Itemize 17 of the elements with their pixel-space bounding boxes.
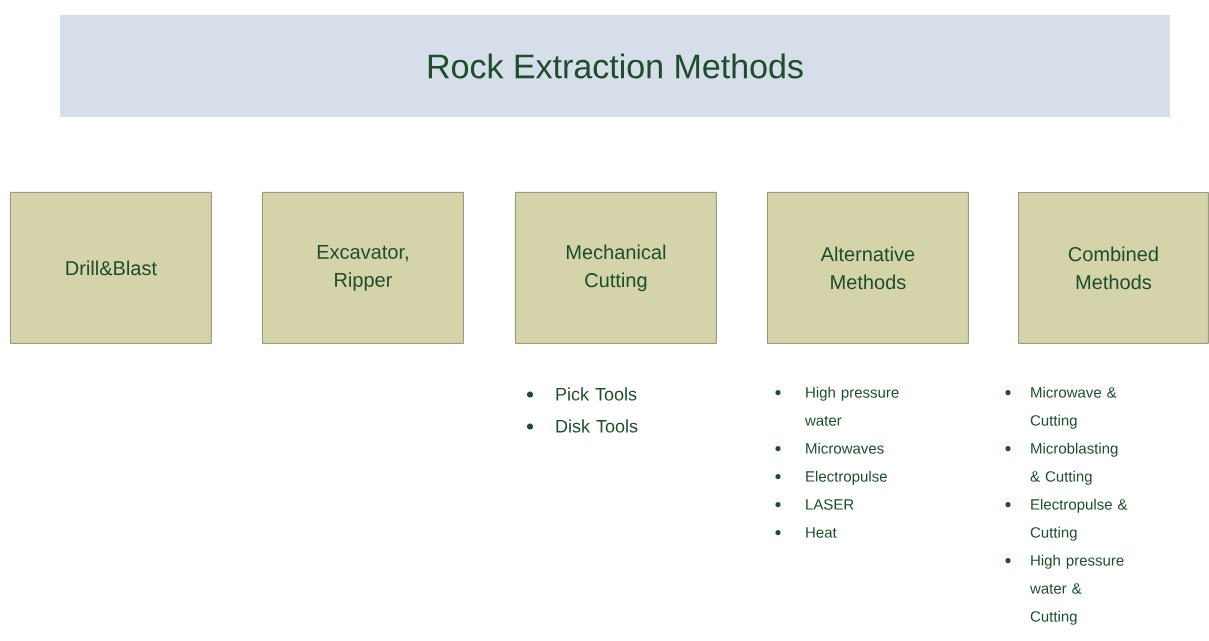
list-item: Microblasting & Cutting (1030, 442, 1118, 485)
method-box: Drill&Blast (10, 192, 212, 344)
method-box: Combined Methods (1018, 192, 1209, 344)
list-item: Heat (806, 527, 837, 538)
method-box: Alternative Methods (767, 192, 969, 344)
list-item: Microwaves (806, 442, 884, 454)
list-item: Microwave & Cutting (1030, 386, 1117, 429)
list-item: Electropulse (806, 470, 887, 485)
list-item: High pressure water (805, 386, 899, 426)
list-item: Pick Tools (556, 387, 637, 401)
method-box: Mechanical Cutting (515, 192, 717, 344)
method-box: Excavator, Ripper (262, 192, 464, 344)
list-item: LASER (806, 499, 854, 510)
title-banner: Rock Extraction Methods (60, 15, 1170, 117)
list-item: High pressure water & Cutting (1030, 554, 1124, 625)
list-item: Electropulse & Cutting (1030, 498, 1128, 541)
list-item: Disk Tools (556, 419, 638, 433)
